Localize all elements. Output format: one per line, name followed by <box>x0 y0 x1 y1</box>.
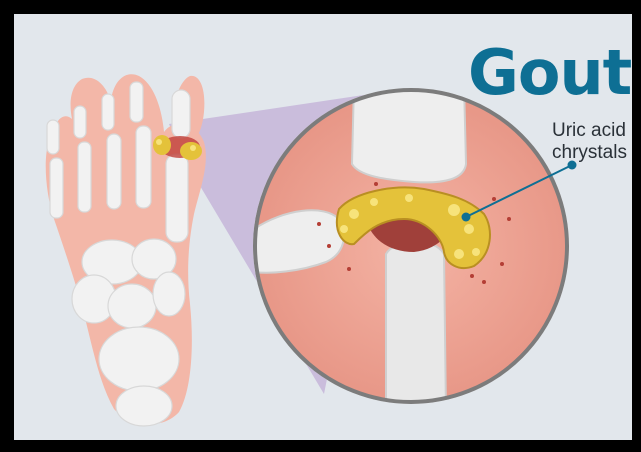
callout-label: Uric acid chrystals <box>552 120 627 164</box>
page-title: Gout <box>468 42 631 104</box>
callout-line-1: Uric acid <box>552 120 627 142</box>
callout-line-2: chrystals <box>552 142 627 164</box>
illustration-canvas: Gout Uric acid chrystals <box>14 14 632 440</box>
